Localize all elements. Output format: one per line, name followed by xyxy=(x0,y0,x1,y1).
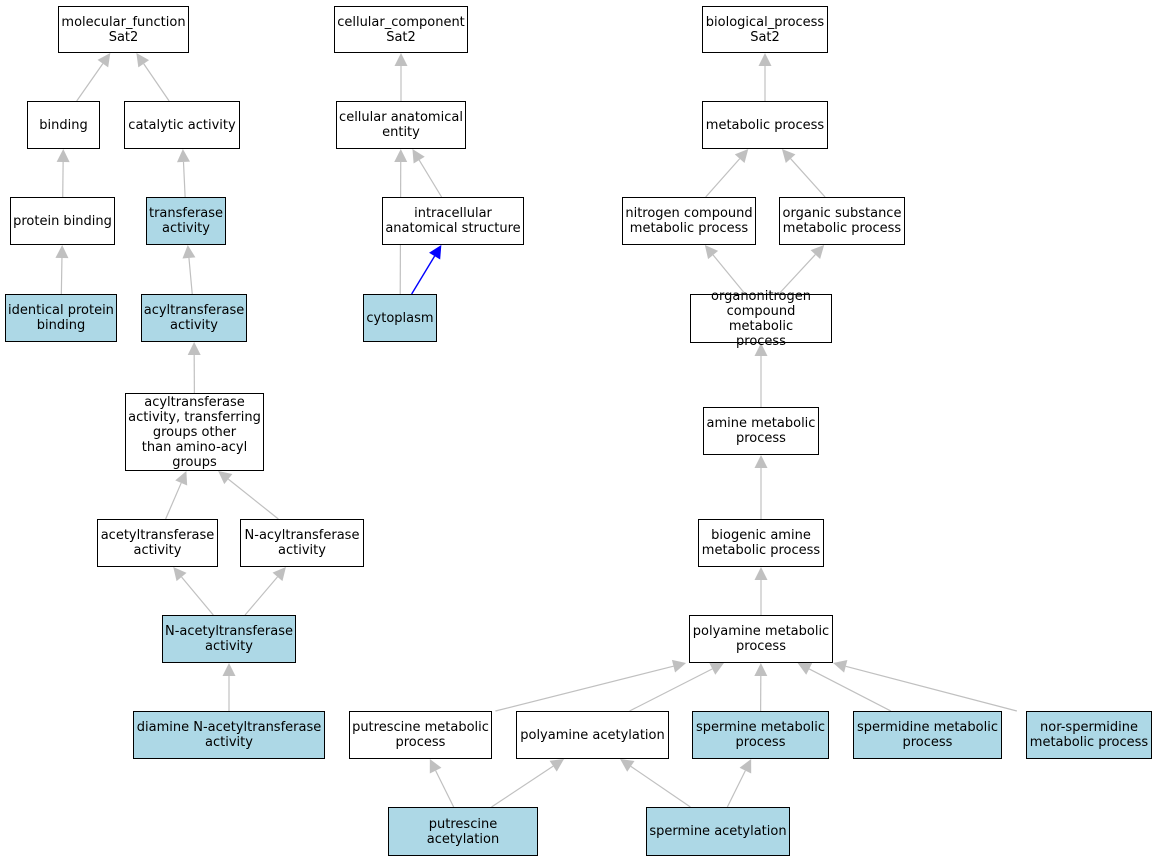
node-diamine-n-acetyltransferase[interactable]: diamine N-acetyltransferase activity xyxy=(133,711,325,759)
edge-spermine_acet-to-spermine_met xyxy=(726,770,746,808)
node-biogenic-amine-metabolic[interactable]: biogenic amine metabolic process xyxy=(698,519,824,567)
edge-putrescine_acet-to-putrescine_met xyxy=(435,770,455,808)
edge-intracellular-to-cell_anat xyxy=(418,159,443,198)
arrowhead-cell_anat xyxy=(394,149,408,163)
node-molecular-function-root[interactable]: molecular_function Sat2 xyxy=(58,6,189,53)
node-acyltransferase-activity[interactable]: acyltransferase activity xyxy=(141,294,247,342)
arrowhead-metabolic xyxy=(734,149,749,164)
arrowhead-polyamine_acet xyxy=(620,759,635,772)
arrowhead-metabolic xyxy=(781,149,796,164)
edge-organic-to-metabolic xyxy=(790,158,826,198)
arrowhead-cc_root xyxy=(394,53,408,66)
node-cytoplasm[interactable]: cytoplasm xyxy=(363,294,437,342)
node-n-acyltransferase-activity[interactable]: N-acyltransferase activity xyxy=(240,519,364,567)
node-identical-protein-binding[interactable]: identical protein binding xyxy=(5,294,117,342)
arrowhead-cell_anat xyxy=(412,149,425,164)
arrowhead-acyl_other xyxy=(175,471,188,486)
node-n-acetyltransferase-activity[interactable]: N-acetyltransferase activity xyxy=(162,615,296,663)
edge-identical_protein-to-protein_binding xyxy=(60,257,63,295)
arrowhead-transferase xyxy=(182,245,196,259)
arrowhead-polyamine xyxy=(754,663,768,677)
edge-cytoplasm-to-intracellular xyxy=(411,255,436,295)
node-acetyltransferase-activity[interactable]: acetyltransferase activity xyxy=(97,519,218,567)
node-organonitrogen-compound-metabolic[interactable]: organonitrogen compound metabolic proces… xyxy=(690,289,832,349)
arrowhead-mf_root xyxy=(136,53,150,68)
node-amine-metabolic[interactable]: amine metabolic process xyxy=(703,407,819,455)
edge-catalytic-to-mf_root xyxy=(143,63,170,102)
node-acyltransferase-other-groups[interactable]: acyltransferase activity, transferring g… xyxy=(125,393,264,471)
node-cellular-anatomical-entity[interactable]: cellular anatomical entity xyxy=(336,101,466,149)
node-protein-binding[interactable]: protein binding xyxy=(10,197,115,245)
node-polyamine-metabolic[interactable]: polyamine metabolic process xyxy=(689,615,833,663)
arrowhead-n_acetyltransferase xyxy=(222,663,236,676)
node-binding[interactable]: binding xyxy=(27,101,100,149)
edge-spermine_acet-to-polyamine_acet xyxy=(630,765,691,808)
edge-n_acetyltransferase-to-acetyltransferase xyxy=(181,576,214,616)
node-metabolic-process[interactable]: metabolic process xyxy=(702,101,828,149)
arrowhead-nitrogen xyxy=(704,245,719,260)
node-cellular-component-root[interactable]: cellular_component Sat2 xyxy=(334,6,468,53)
arrowhead-n_acyltransferase xyxy=(272,567,286,582)
edge-organonitrogen-to-nitrogen xyxy=(712,254,746,295)
arrowhead-polyamine_acet xyxy=(549,759,565,772)
node-nor-spermidine-metabolic[interactable]: nor-spermidine metabolic process xyxy=(1026,711,1152,759)
edge-polyamine_acet-to-polyamine xyxy=(629,668,713,712)
edge-nor_spermidine-to-polyamine xyxy=(845,665,1017,712)
arrowhead-amine xyxy=(754,455,768,468)
node-polyamine-acetylation[interactable]: polyamine acetylation xyxy=(516,711,669,759)
node-intracellular-structure[interactable]: intracellular anatomical structure xyxy=(382,197,524,245)
edge-n_acetyltransferase-to-n_acyltransferase xyxy=(244,576,278,616)
node-catalytic-activity[interactable]: catalytic activity xyxy=(124,101,240,149)
arrowhead-polyamine xyxy=(833,659,848,673)
arrowhead-organic xyxy=(810,245,825,259)
arrowhead-putrescine_met xyxy=(429,759,442,774)
arrowhead-acyl_other xyxy=(218,471,233,485)
node-spermine-acetylation[interactable]: spermine acetylation xyxy=(646,807,790,856)
arrowhead-biogenic xyxy=(754,567,768,580)
edge-acetyltransferase-to-acyl_other xyxy=(165,482,182,520)
arrowhead-protein_binding xyxy=(55,245,69,259)
node-transferase-activity[interactable]: transferase activity xyxy=(146,197,226,245)
arrowhead-polyamine xyxy=(797,663,813,675)
arrowhead-binding xyxy=(56,149,70,163)
arrowhead-catalytic xyxy=(176,149,190,163)
node-nitrogen-compound-metabolic[interactable]: nitrogen compound metabolic process xyxy=(622,197,756,245)
node-spermine-metabolic[interactable]: spermine metabolic process xyxy=(692,711,829,759)
arrowhead-bp_root xyxy=(758,53,772,66)
node-spermidine-metabolic[interactable]: spermidine metabolic process xyxy=(853,711,1002,759)
arrowhead-polyamine xyxy=(671,659,687,673)
arrowhead-mf_root xyxy=(97,53,111,68)
arrowhead-acetyltransferase xyxy=(173,567,187,582)
node-putrescine-metabolic[interactable]: putrescine metabolic process xyxy=(349,711,492,759)
arrowhead-polyamine xyxy=(709,663,724,675)
arrowhead-organonitrogen xyxy=(754,343,768,356)
arrowhead-intracellular xyxy=(429,245,442,260)
edge-putrescine_met-to-polyamine xyxy=(495,665,674,712)
edge-spermidine_met-to-polyamine xyxy=(808,668,892,712)
node-organic-substance-metabolic[interactable]: organic substance metabolic process xyxy=(779,197,905,245)
edge-putrescine_acet-to-polyamine_acet xyxy=(491,765,554,808)
node-biological-process-root[interactable]: biological_process Sat2 xyxy=(702,6,828,53)
edge-transferase-to-catalytic xyxy=(182,161,186,198)
edge-organonitrogen-to-organic xyxy=(778,254,816,295)
node-putrescine-acetylation[interactable]: putrescine acetylation xyxy=(388,807,538,856)
arrowhead-acyltransferase xyxy=(187,342,201,356)
edge-nitrogen-to-metabolic xyxy=(705,158,741,198)
edge-n_acyltransferase-to-acyl_other xyxy=(227,478,279,520)
edge-binding-to-mf_root xyxy=(76,63,104,102)
edge-acyltransferase-to-transferase xyxy=(188,257,193,295)
arrowhead-spermine_met xyxy=(739,759,752,774)
